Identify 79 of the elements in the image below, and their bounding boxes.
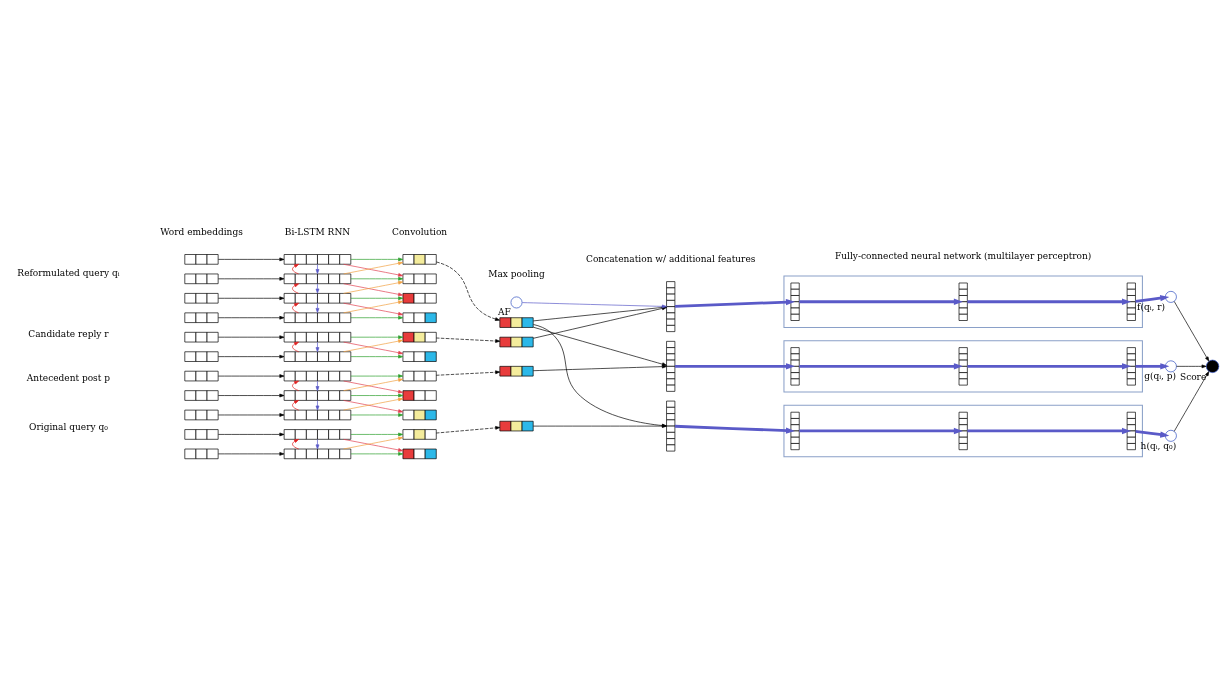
arrow bbox=[532, 364, 667, 372]
arrow bbox=[799, 427, 963, 435]
arrow bbox=[292, 283, 300, 294]
arrow bbox=[218, 452, 285, 456]
arrow bbox=[435, 370, 501, 376]
node-circle bbox=[1165, 429, 1177, 442]
label: Fully-connected neural network (multilayer perceptron) bbox=[835, 250, 1092, 261]
arrow bbox=[292, 263, 300, 275]
arrow bbox=[218, 354, 285, 359]
arrow bbox=[674, 424, 796, 434]
arrow bbox=[1173, 371, 1210, 432]
node-circle bbox=[510, 296, 523, 309]
arrow bbox=[532, 326, 667, 366]
arrow bbox=[350, 257, 404, 262]
arrow bbox=[292, 400, 300, 411]
arrow bbox=[1135, 295, 1170, 303]
label: Bi-LSTM RNN bbox=[284, 226, 351, 237]
arrow bbox=[435, 337, 501, 343]
arrow bbox=[315, 263, 320, 274]
arrow bbox=[350, 413, 404, 417]
label: Convolution bbox=[392, 226, 448, 237]
node-circle bbox=[1165, 360, 1177, 373]
arrow bbox=[799, 363, 963, 370]
arrow bbox=[218, 315, 285, 320]
node-label: h(qᵢ, q₀) bbox=[1140, 440, 1177, 451]
arrow bbox=[218, 413, 285, 417]
arrow bbox=[315, 439, 320, 450]
arrow bbox=[350, 296, 404, 301]
arrow bbox=[350, 432, 404, 437]
arrow bbox=[315, 380, 320, 391]
arrow bbox=[315, 283, 320, 294]
arrow bbox=[218, 374, 285, 378]
arrow bbox=[292, 302, 300, 314]
label: Candidate reply r bbox=[28, 328, 109, 339]
arrow bbox=[315, 400, 320, 411]
arrow bbox=[218, 296, 285, 301]
node-label: AF bbox=[497, 307, 511, 318]
arrow bbox=[1173, 301, 1210, 362]
arrow bbox=[436, 261, 500, 321]
arrow bbox=[315, 341, 320, 353]
arrow bbox=[292, 341, 300, 353]
arrow bbox=[292, 380, 300, 391]
arrow bbox=[350, 315, 404, 320]
label: Concatenation w/ additional features bbox=[586, 253, 756, 264]
arrow bbox=[674, 298, 796, 308]
label: Max pooling bbox=[488, 269, 545, 280]
arrow bbox=[350, 452, 404, 456]
arrow bbox=[218, 393, 285, 398]
node-label: Score bbox=[1179, 371, 1207, 382]
arrow bbox=[350, 374, 404, 378]
label: Reformulated query qᵢ bbox=[17, 267, 120, 278]
label: Antecedent post p bbox=[26, 373, 111, 384]
arrow bbox=[967, 363, 1132, 370]
label: Word embeddings bbox=[160, 226, 243, 237]
arrow bbox=[218, 432, 285, 437]
arrow bbox=[1135, 430, 1170, 438]
arrow bbox=[315, 302, 320, 313]
arrow bbox=[532, 424, 667, 428]
arrow bbox=[218, 257, 285, 262]
arrow bbox=[350, 277, 404, 281]
arrow bbox=[218, 277, 285, 281]
arrow bbox=[1176, 364, 1207, 369]
arrow bbox=[435, 426, 501, 434]
node-label: f(qᵢ, r) bbox=[1137, 301, 1166, 312]
arrow bbox=[674, 363, 796, 370]
node-circle bbox=[1165, 291, 1177, 303]
arrow bbox=[967, 298, 1132, 305]
arrow bbox=[533, 324, 667, 428]
arrow bbox=[218, 335, 285, 339]
arrow bbox=[1135, 363, 1170, 370]
label: Original query q₀ bbox=[29, 421, 108, 432]
node-circle bbox=[1205, 359, 1220, 373]
arrow bbox=[292, 439, 300, 450]
arrow bbox=[350, 393, 404, 398]
arrow bbox=[799, 298, 963, 305]
arrow bbox=[350, 354, 404, 359]
arrow bbox=[967, 427, 1132, 435]
node-label: g(qᵢ, p) bbox=[1144, 371, 1177, 382]
arrow bbox=[350, 335, 404, 339]
